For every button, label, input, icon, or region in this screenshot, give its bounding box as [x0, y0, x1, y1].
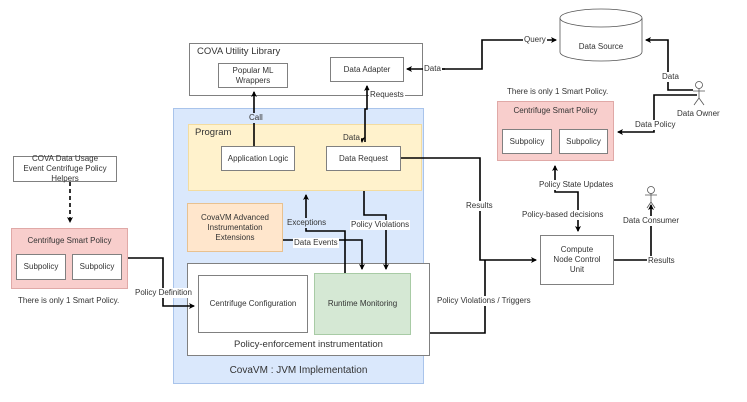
data-adapter-box[interactable]: Data Adapter	[330, 57, 404, 82]
left-subpolicy-2-label: Subpolicy	[79, 262, 115, 271]
data-adapter-edge-label: Data	[423, 64, 442, 74]
edge-data-policy	[617, 94, 697, 135]
program-title: Program	[195, 127, 232, 138]
application-logic-label: Application Logic	[227, 153, 289, 163]
data-owner-actor	[693, 81, 705, 106]
data-consumer-actor	[645, 186, 657, 209]
left-subpolicy-2[interactable]: Subpolicy	[72, 254, 122, 280]
jvm-title: CovaVM : JVM Implementation	[229, 365, 368, 376]
query-label: Query	[523, 35, 547, 45]
edge-requests	[364, 85, 370, 142]
centrifuge-configuration-box[interactable]: Centrifuge Configuration	[198, 275, 308, 333]
edge-query	[423, 37, 557, 70]
owner-data-label: Data	[661, 72, 680, 82]
left-subpolicy-1-label: Subpolicy	[23, 262, 59, 271]
data-adapter-label: Data Adapter	[343, 64, 391, 74]
right-smart-policy-title: Centrifuge Smart Policy	[513, 106, 598, 115]
application-logic-box[interactable]: Application Logic	[221, 146, 295, 171]
instrumentation-extensions-label: CovaVM Advanced Instrumentation Extensio…	[200, 212, 270, 242]
data-owner-label: Data Owner	[677, 109, 720, 118]
compute-node-box[interactable]: Compute Node Control Unit	[540, 235, 614, 285]
data-consumer-label: Data Consumer	[622, 216, 681, 226]
centrifuge-configuration-label: Centrifuge Configuration	[209, 299, 297, 308]
policy-decisions-label: Policy-based decisions	[521, 210, 605, 220]
right-subpolicy-2-label: Subpolicy	[566, 136, 601, 146]
call-label: Call	[248, 113, 264, 123]
data-policy-label: Data Policy	[634, 120, 677, 130]
violations-triggers-label: Policy Violations / Triggers	[436, 296, 532, 306]
right-subpolicy-2[interactable]: Subpolicy	[559, 129, 608, 154]
exceptions-label: Exceptions	[286, 218, 328, 228]
policy-helpers-label: COVA Data Usage Event Centrifuge Policy …	[23, 154, 107, 183]
policy-enforcement-title: Policy-enforcement instrumentation	[234, 339, 383, 350]
ml-wrappers-box[interactable]: Popular ML Wrappers	[218, 63, 288, 88]
data-request-edge-label: Data	[342, 133, 361, 143]
runtime-monitoring-label: Runtime Monitoring	[327, 299, 398, 308]
data-request-box[interactable]: Data Request	[326, 146, 401, 171]
edge-exceptions	[303, 194, 346, 273]
edge-owner-data	[645, 37, 693, 91]
left-subpolicy-1[interactable]: Subpolicy	[16, 254, 66, 280]
policy-helpers-box[interactable]: COVA Data Usage Event Centrifuge Policy …	[13, 154, 117, 183]
left-smart-policy-title: Centrifuge Smart Policy	[27, 236, 112, 245]
data-events-label: Data Events	[293, 238, 339, 248]
policy-definition-label: Policy Definition	[134, 288, 193, 298]
edge-policy-definition	[128, 257, 195, 309]
edge-policy-violations	[363, 191, 389, 270]
left-policy-note: There is only 1 Smart Policy.	[18, 296, 120, 305]
right-policy-note: There is only 1 Smart Policy.	[507, 87, 609, 96]
utility-library-title: COVA Utility Library	[197, 46, 281, 57]
right-subpolicy-1-label: Subpolicy	[509, 136, 545, 146]
results-label: Results	[465, 201, 494, 211]
edge-violations-triggers	[430, 260, 486, 334]
policy-state-updates-label: Policy State Updates	[538, 180, 615, 190]
results-consumer-label: Results	[647, 256, 676, 266]
ml-wrappers-label: Popular ML Wrappers	[232, 65, 274, 85]
compute-node-label: Compute Node Control Unit	[553, 245, 601, 274]
instrumentation-extensions-box[interactable]: CovaVM Advanced Instrumentation Extensio…	[187, 203, 283, 252]
policy-violations-label: Policy Violations	[350, 220, 411, 230]
edge-policy-state-updates	[552, 165, 579, 200]
data-request-label: Data Request	[339, 153, 388, 163]
edge-results-consumer	[614, 204, 654, 261]
requests-label: Requests	[369, 90, 405, 100]
runtime-monitoring-box[interactable]: Runtime Monitoring	[314, 273, 411, 335]
data-source-label: Data Source	[578, 42, 624, 51]
right-subpolicy-1[interactable]: Subpolicy	[502, 129, 552, 154]
